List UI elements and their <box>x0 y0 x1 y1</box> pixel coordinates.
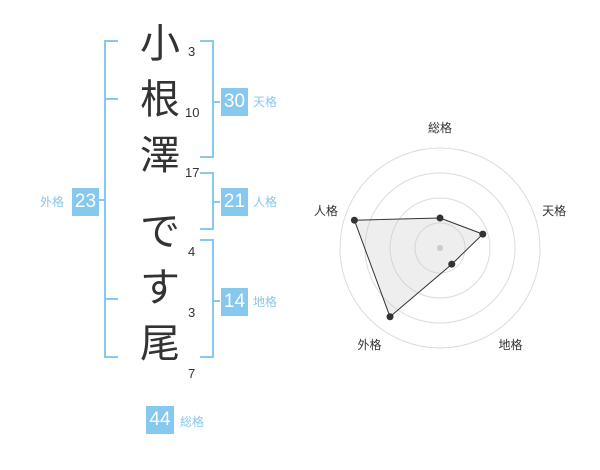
radar-ring-1 <box>414 222 466 274</box>
chikaku-badge: 14 <box>221 288 248 316</box>
radar-ring-4 <box>339 147 541 349</box>
radar-point-4 <box>386 313 394 321</box>
stroke-count-5: 3 <box>188 305 196 320</box>
stroke-count-2: 10 <box>185 105 200 120</box>
radar-center <box>437 245 443 251</box>
stroke-count-3: 17 <box>185 165 200 180</box>
radar-axis-label-5: 人格 <box>314 203 338 218</box>
name-char-6: 尾 <box>140 321 180 367</box>
name-char-2: 根 <box>140 77 180 123</box>
stroke-count-6: 7 <box>188 366 196 381</box>
radar-point-1 <box>436 214 444 222</box>
radar-axis-label-1: 総格 <box>428 120 452 135</box>
radar-axis-label-2: 天格 <box>542 203 566 218</box>
gaikaku-label: 外格 <box>40 195 65 209</box>
tenkaku-label: 天格 <box>253 95 278 109</box>
jinkaku-label: 人格 <box>253 195 278 209</box>
radar-point-3 <box>448 260 456 268</box>
soukaku-label: 総格 <box>180 415 205 429</box>
radar-ring-2 <box>389 197 491 299</box>
tenkaku-badge: 30 <box>221 88 248 116</box>
radar-shape <box>353 217 484 318</box>
name-char-1: 小 <box>140 21 180 67</box>
chikaku-label: 地格 <box>253 295 278 309</box>
stroke-count-1: 3 <box>188 44 196 59</box>
name-char-3: 澤 <box>140 133 180 179</box>
radar-point-2 <box>479 230 487 238</box>
name-char-4: で <box>140 209 180 255</box>
radar-axis-label-3: 地格 <box>498 337 522 352</box>
gaikaku-badge: 23 <box>72 188 99 216</box>
soukaku-badge: 44 <box>146 406 174 434</box>
radar-axis-label-4: 外格 <box>357 337 381 352</box>
jinkaku-badge: 21 <box>221 188 248 216</box>
radar-point-5 <box>350 216 358 224</box>
stroke-count-4: 4 <box>188 244 196 259</box>
name-char-5: す <box>140 265 180 311</box>
